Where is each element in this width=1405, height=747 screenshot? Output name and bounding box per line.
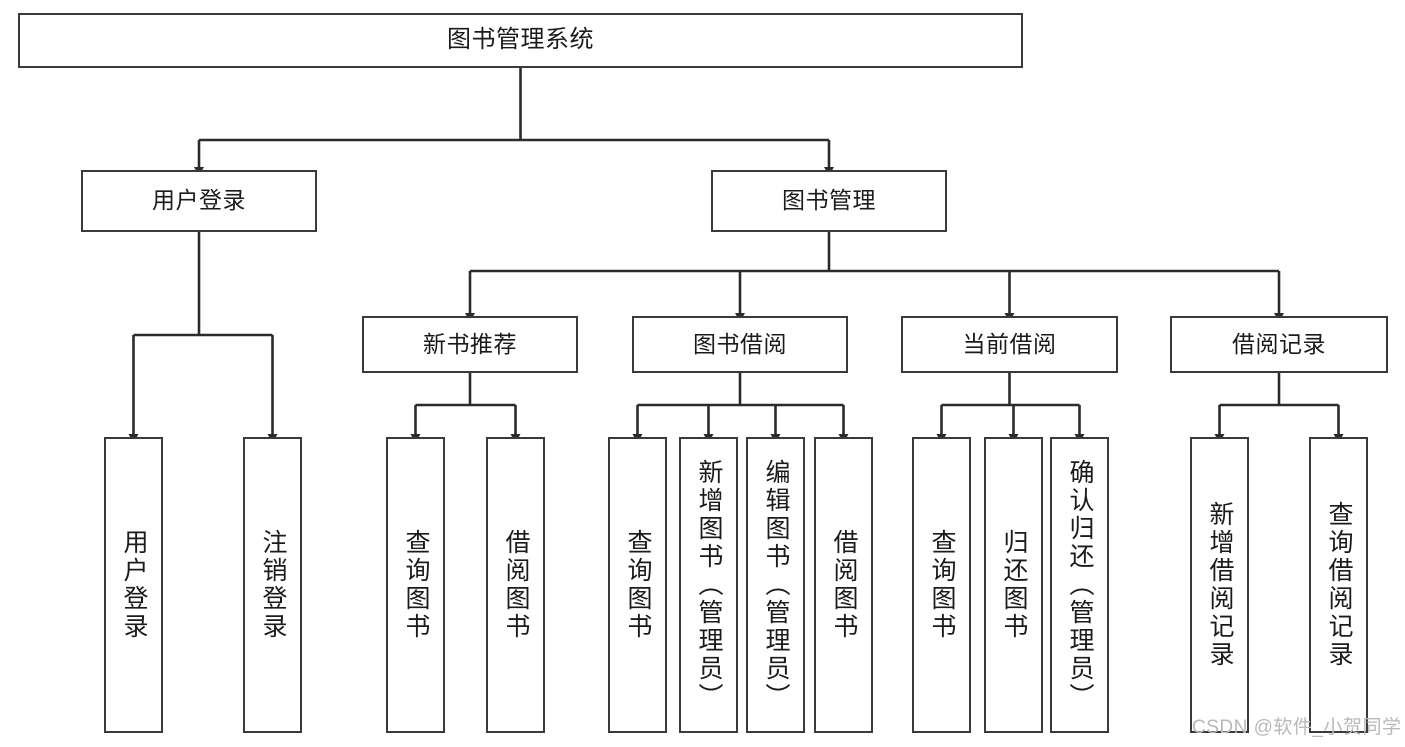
node-leaf-edit-book: 编辑图书（管理员）	[746, 437, 805, 733]
node-label: 新增借阅记录	[1206, 501, 1234, 669]
node-label: 用户登录	[120, 529, 148, 641]
node-leaf-query-book-3: 查询图书	[912, 437, 971, 733]
node-label: 借阅图书	[502, 529, 530, 641]
node-book-borrow: 图书借阅	[632, 316, 848, 373]
node-label: 查询图书	[624, 529, 652, 641]
node-label: 借阅记录	[1232, 330, 1326, 357]
node-label: 图书管理	[782, 187, 876, 214]
node-label: 查询借阅记录	[1325, 501, 1353, 669]
node-new-book-rec: 新书推荐	[362, 316, 578, 373]
node-leaf-return-book: 归还图书	[984, 437, 1043, 733]
node-leaf-user-login: 用户登录	[104, 437, 163, 733]
node-current-borrow: 当前借阅	[901, 316, 1118, 373]
node-label: 注销登录	[259, 529, 287, 641]
node-label: 用户登录	[152, 187, 246, 214]
node-label: 图书借阅	[693, 330, 787, 357]
node-book-manage: 图书管理	[711, 170, 947, 232]
node-leaf-borrow-book-1: 借阅图书	[486, 437, 545, 733]
node-label: 查询图书	[402, 529, 430, 641]
node-label: 查询图书	[928, 529, 956, 641]
node-label: 归还图书	[1000, 529, 1028, 641]
node-label: 图书管理系统	[447, 26, 594, 54]
node-leaf-borrow-book-2: 借阅图书	[814, 437, 873, 733]
node-leaf-add-book: 新增图书（管理员）	[679, 437, 738, 733]
node-label: 当前借阅	[962, 330, 1057, 357]
node-user-login: 用户登录	[81, 170, 317, 232]
node-leaf-add-record: 新增借阅记录	[1190, 437, 1249, 733]
node-root: 图书管理系统	[18, 13, 1023, 68]
node-label: 编辑图书（管理员）	[762, 459, 790, 711]
node-borrow-record: 借阅记录	[1170, 316, 1388, 373]
node-leaf-confirm-return: 确认归还（管理员）	[1050, 437, 1109, 733]
node-label: 借阅图书	[830, 529, 858, 641]
node-leaf-query-book-2: 查询图书	[608, 437, 667, 733]
node-leaf-query-record: 查询借阅记录	[1309, 437, 1368, 733]
node-label: 确认归还（管理员）	[1066, 459, 1094, 711]
csdn-watermark: CSDN @软件_小贺同学	[1192, 717, 1402, 738]
node-label: 新书推荐	[423, 330, 517, 357]
node-leaf-user-logout: 注销登录	[243, 437, 302, 733]
node-leaf-query-book-1: 查询图书	[386, 437, 445, 733]
node-label: 新增图书（管理员）	[695, 459, 723, 711]
